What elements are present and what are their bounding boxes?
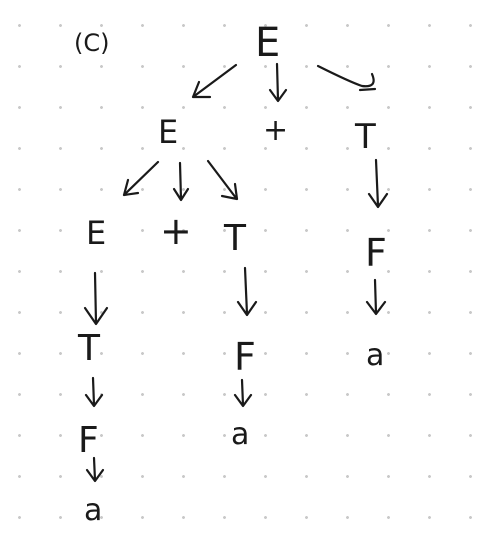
node-l3-mid: F (234, 335, 256, 379)
node-l1-left: E (158, 113, 178, 151)
node-root: E (255, 20, 280, 66)
node-l5-left: a (84, 493, 102, 528)
node-l4-left: F (78, 420, 99, 461)
edge-l1-left-to-l2-left (122, 160, 160, 197)
edge-root-to-l1-left (191, 63, 238, 99)
node-l3-left: T (77, 328, 101, 369)
edge-l2-right-to-l3-mid (236, 266, 258, 317)
part-label: (C) (74, 29, 109, 57)
edge-l2-far-to-l3-far (365, 278, 387, 316)
node-l1-mid: + (263, 113, 288, 148)
node-l2-far: F (365, 231, 387, 275)
node-l2-left: E (86, 214, 106, 252)
node-l1-right: T (354, 117, 376, 157)
edge-l4-left-to-l5-left (85, 456, 105, 483)
edge-l1-left-to-l2-right (206, 159, 239, 201)
node-l2-mid: + (160, 209, 192, 253)
edge-l1-left-to-l2-mid (172, 161, 190, 202)
node-l4-mid: a (231, 417, 249, 452)
edge-l2-left-to-l3-left (83, 271, 109, 326)
edge-l3-mid-to-l4-mid (233, 378, 253, 408)
edge-root-to-l1-right (316, 64, 377, 92)
node-l3-far: a (366, 338, 384, 373)
edge-l3-left-to-l4-left (84, 376, 104, 408)
edge-root-to-l1-mid (268, 62, 288, 103)
edge-l1-right-to-l2-far (367, 158, 389, 209)
node-l2-right: T (223, 218, 247, 259)
